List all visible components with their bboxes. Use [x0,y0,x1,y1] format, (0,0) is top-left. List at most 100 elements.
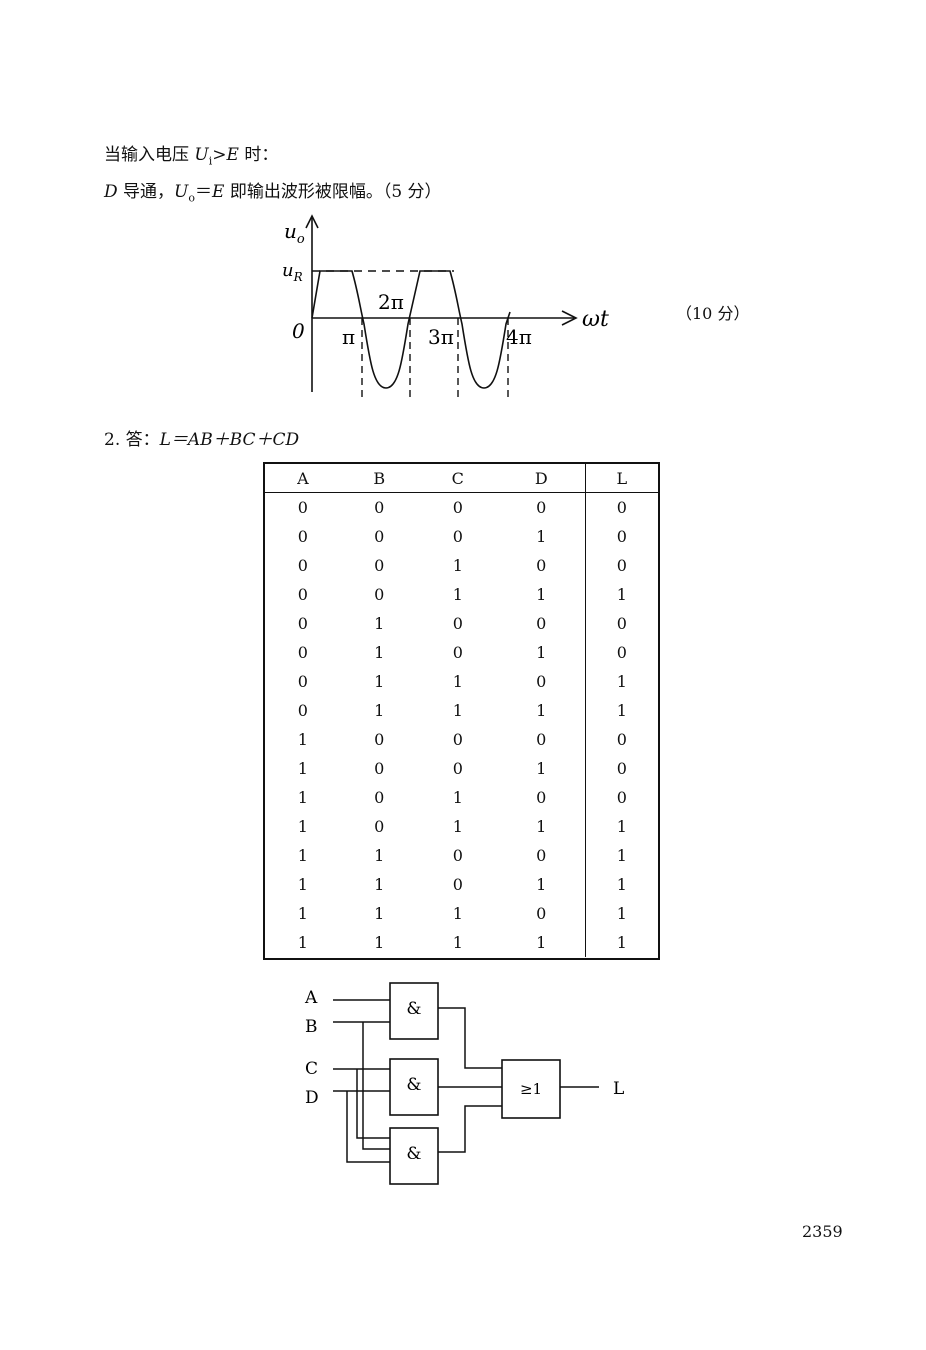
table-cell: 0 [297,556,308,575]
table-cell: 0 [374,498,385,517]
tick-pi: π [342,325,355,349]
table-cell: 1 [452,817,463,836]
header-l: L [584,464,658,493]
table-cell: 0 [297,498,308,517]
table-cell: 1 [452,904,463,923]
tick-3pi: 3π [428,325,454,349]
table-cell: 0 [374,788,385,807]
condition-suffix: 时： [238,145,279,165]
table-cell: 0 [584,638,658,667]
score-10: （10 分） [676,304,750,323]
table-cell: 1 [584,841,658,870]
q2-prefix: 2. 答： [104,430,160,450]
table-cell: 0 [536,556,547,575]
clip-text: 即输出波形被限幅。（5 分） [224,182,442,202]
table-cell: 1 [374,643,385,662]
condition-text: 当输入电压 [104,145,195,165]
table-cell: 1 [536,701,547,720]
table-cell: 0 [374,527,385,546]
table-cell: 1 [374,614,385,633]
input-c-label: C [305,1059,318,1079]
output-waveform [311,270,511,389]
header-d: D [497,464,586,493]
table-cell: 1 [584,580,658,609]
table-cell: 1 [536,527,547,546]
table-row: 1 0 0 0 0 [265,725,658,754]
table-cell: 0 [452,759,463,778]
e-var-2: E [212,182,225,202]
table-cell: 0 [536,730,547,749]
table-cell: 1 [536,875,547,894]
table-cell: 0 [584,492,658,522]
table-cell: 1 [452,672,463,691]
table-cell: 1 [584,812,658,841]
table-cell: 1 [452,701,463,720]
table-cell: 0 [374,817,385,836]
table-cell: 0 [584,725,658,754]
conduction-line: D 导通，Uo＝E 即输出波形被限幅。（5 分） [104,177,442,204]
table-cell: 1 [374,904,385,923]
table-cell: 1 [374,672,385,691]
input-a-label: A [304,988,318,1008]
and-gate-1-label: & [406,999,421,1019]
or-gate-label: ≥1 [520,1080,542,1098]
table-cell: 1 [297,730,308,749]
table-cell: 0 [297,527,308,546]
y-arrow [305,214,319,229]
d-var: D [104,182,118,202]
or-gate [501,1059,561,1119]
table-cell: 1 [584,696,658,725]
table-cell: 0 [374,730,385,749]
table-cell: 0 [297,614,308,633]
tick-2pi: 2π [378,290,404,314]
truth-table-header: A B C D L [265,464,658,493]
input-d-label: D [305,1088,319,1108]
table-cell: 0 [297,585,308,604]
uo-var: U [174,182,189,202]
table-cell: 1 [297,846,308,865]
table-cell: 1 [536,643,547,662]
q2-expression: L＝AB＋BC＋CD [159,430,300,450]
table-cell: 0 [297,672,308,691]
x-arrow [561,310,578,326]
table-cell: 1 [297,875,308,894]
circuit-wires [333,999,599,1163]
table-cell: 1 [584,928,658,957]
table-cell: 0 [297,643,308,662]
table-cell: 1 [452,556,463,575]
y-axis-label: uo [284,219,305,247]
table-cell: 0 [536,846,547,865]
table-cell: 1 [374,933,385,952]
table-cell: 1 [584,899,658,928]
table-cell: 0 [536,498,547,517]
table-cell: 1 [536,585,547,604]
table-cell: 1 [452,933,463,952]
x-axis-label: ωt [582,307,609,332]
table-cell: 0 [536,904,547,923]
table-cell: 1 [452,788,463,807]
table-cell: 0 [452,875,463,894]
input-b-label: B [305,1017,318,1037]
table-cell: 0 [452,730,463,749]
ui-var: U [194,145,209,165]
gt-op: > [212,145,227,165]
and-gate-2-label: & [406,1075,421,1095]
header-c: C [417,464,498,493]
table-cell: 0 [374,556,385,575]
table-cell: 1 [536,817,547,836]
header-a: A [265,464,341,493]
table-cell: 0 [374,759,385,778]
table-cell: 1 [536,759,547,778]
origin-label: 0 [292,319,305,343]
eq-op: ＝ [195,182,212,202]
table-cell: 0 [452,846,463,865]
